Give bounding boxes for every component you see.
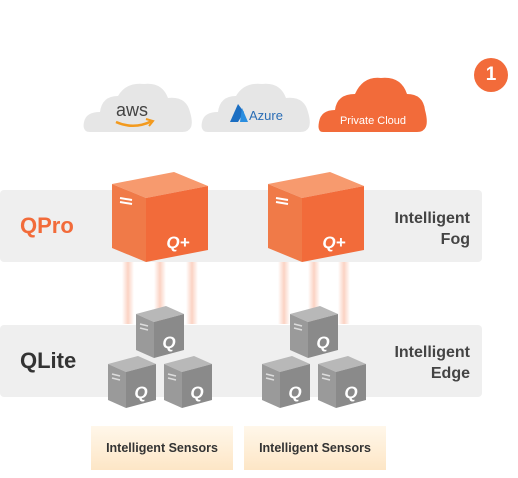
fog-layer-line-1: Intelligent — [394, 210, 470, 227]
qpro-tier-label: QPro — [20, 213, 74, 238]
qlite-tier-label: QLite — [20, 348, 77, 373]
qlite-device: Q — [163, 355, 213, 409]
step-number-badge: 1 — [474, 58, 508, 92]
aws-cloud: aws — [83, 83, 192, 132]
edge-tier-band — [0, 325, 482, 397]
fog-layer-line-2: Fog — [440, 231, 470, 248]
qlite-device: Q — [317, 355, 367, 409]
aws-label: aws — [116, 100, 148, 120]
qlite-cluster-right: Q Q Q — [261, 305, 367, 409]
qlite-glyph: Q — [134, 383, 147, 402]
qlite-glyph: Q — [288, 383, 301, 402]
edge-layer-line-2: Edge — [430, 365, 470, 382]
intelligent-sensors-right: Intelligent Sensors — [244, 426, 386, 470]
qpro-glyph: Q+ — [166, 233, 189, 252]
azure-cloud: Azure — [201, 83, 310, 132]
qlite-device: Q — [135, 305, 185, 359]
private-cloud-label: Private Cloud — [340, 115, 406, 127]
qlite-cluster-left: Q Q Q — [107, 305, 213, 409]
intelligent-sensors-left: Intelligent Sensors — [91, 426, 233, 470]
qlite-glyph: Q — [316, 333, 329, 352]
edge-layer-line-1: Intelligent — [394, 344, 470, 361]
qlite-glyph: Q — [190, 383, 203, 402]
azure-label: Azure — [249, 108, 283, 123]
edge-layer-label: Intelligent Edge — [330, 342, 470, 384]
qlite-device: Q — [261, 355, 311, 409]
qlite-device: Q — [107, 355, 157, 409]
azure-logo-icon — [230, 104, 248, 122]
private-cloud: Private Cloud — [318, 77, 427, 132]
qlite-glyph: Q — [344, 383, 357, 402]
qpro-glyph: Q+ — [322, 233, 345, 252]
qlite-glyph: Q — [162, 333, 175, 352]
qpro-device-right: Q+ — [268, 172, 364, 262]
qlite-device: Q — [289, 305, 339, 359]
fog-layer-label: Intelligent Fog — [330, 208, 470, 250]
qpro-device-left: Q+ — [112, 172, 208, 262]
fog-tier-band — [0, 190, 482, 262]
